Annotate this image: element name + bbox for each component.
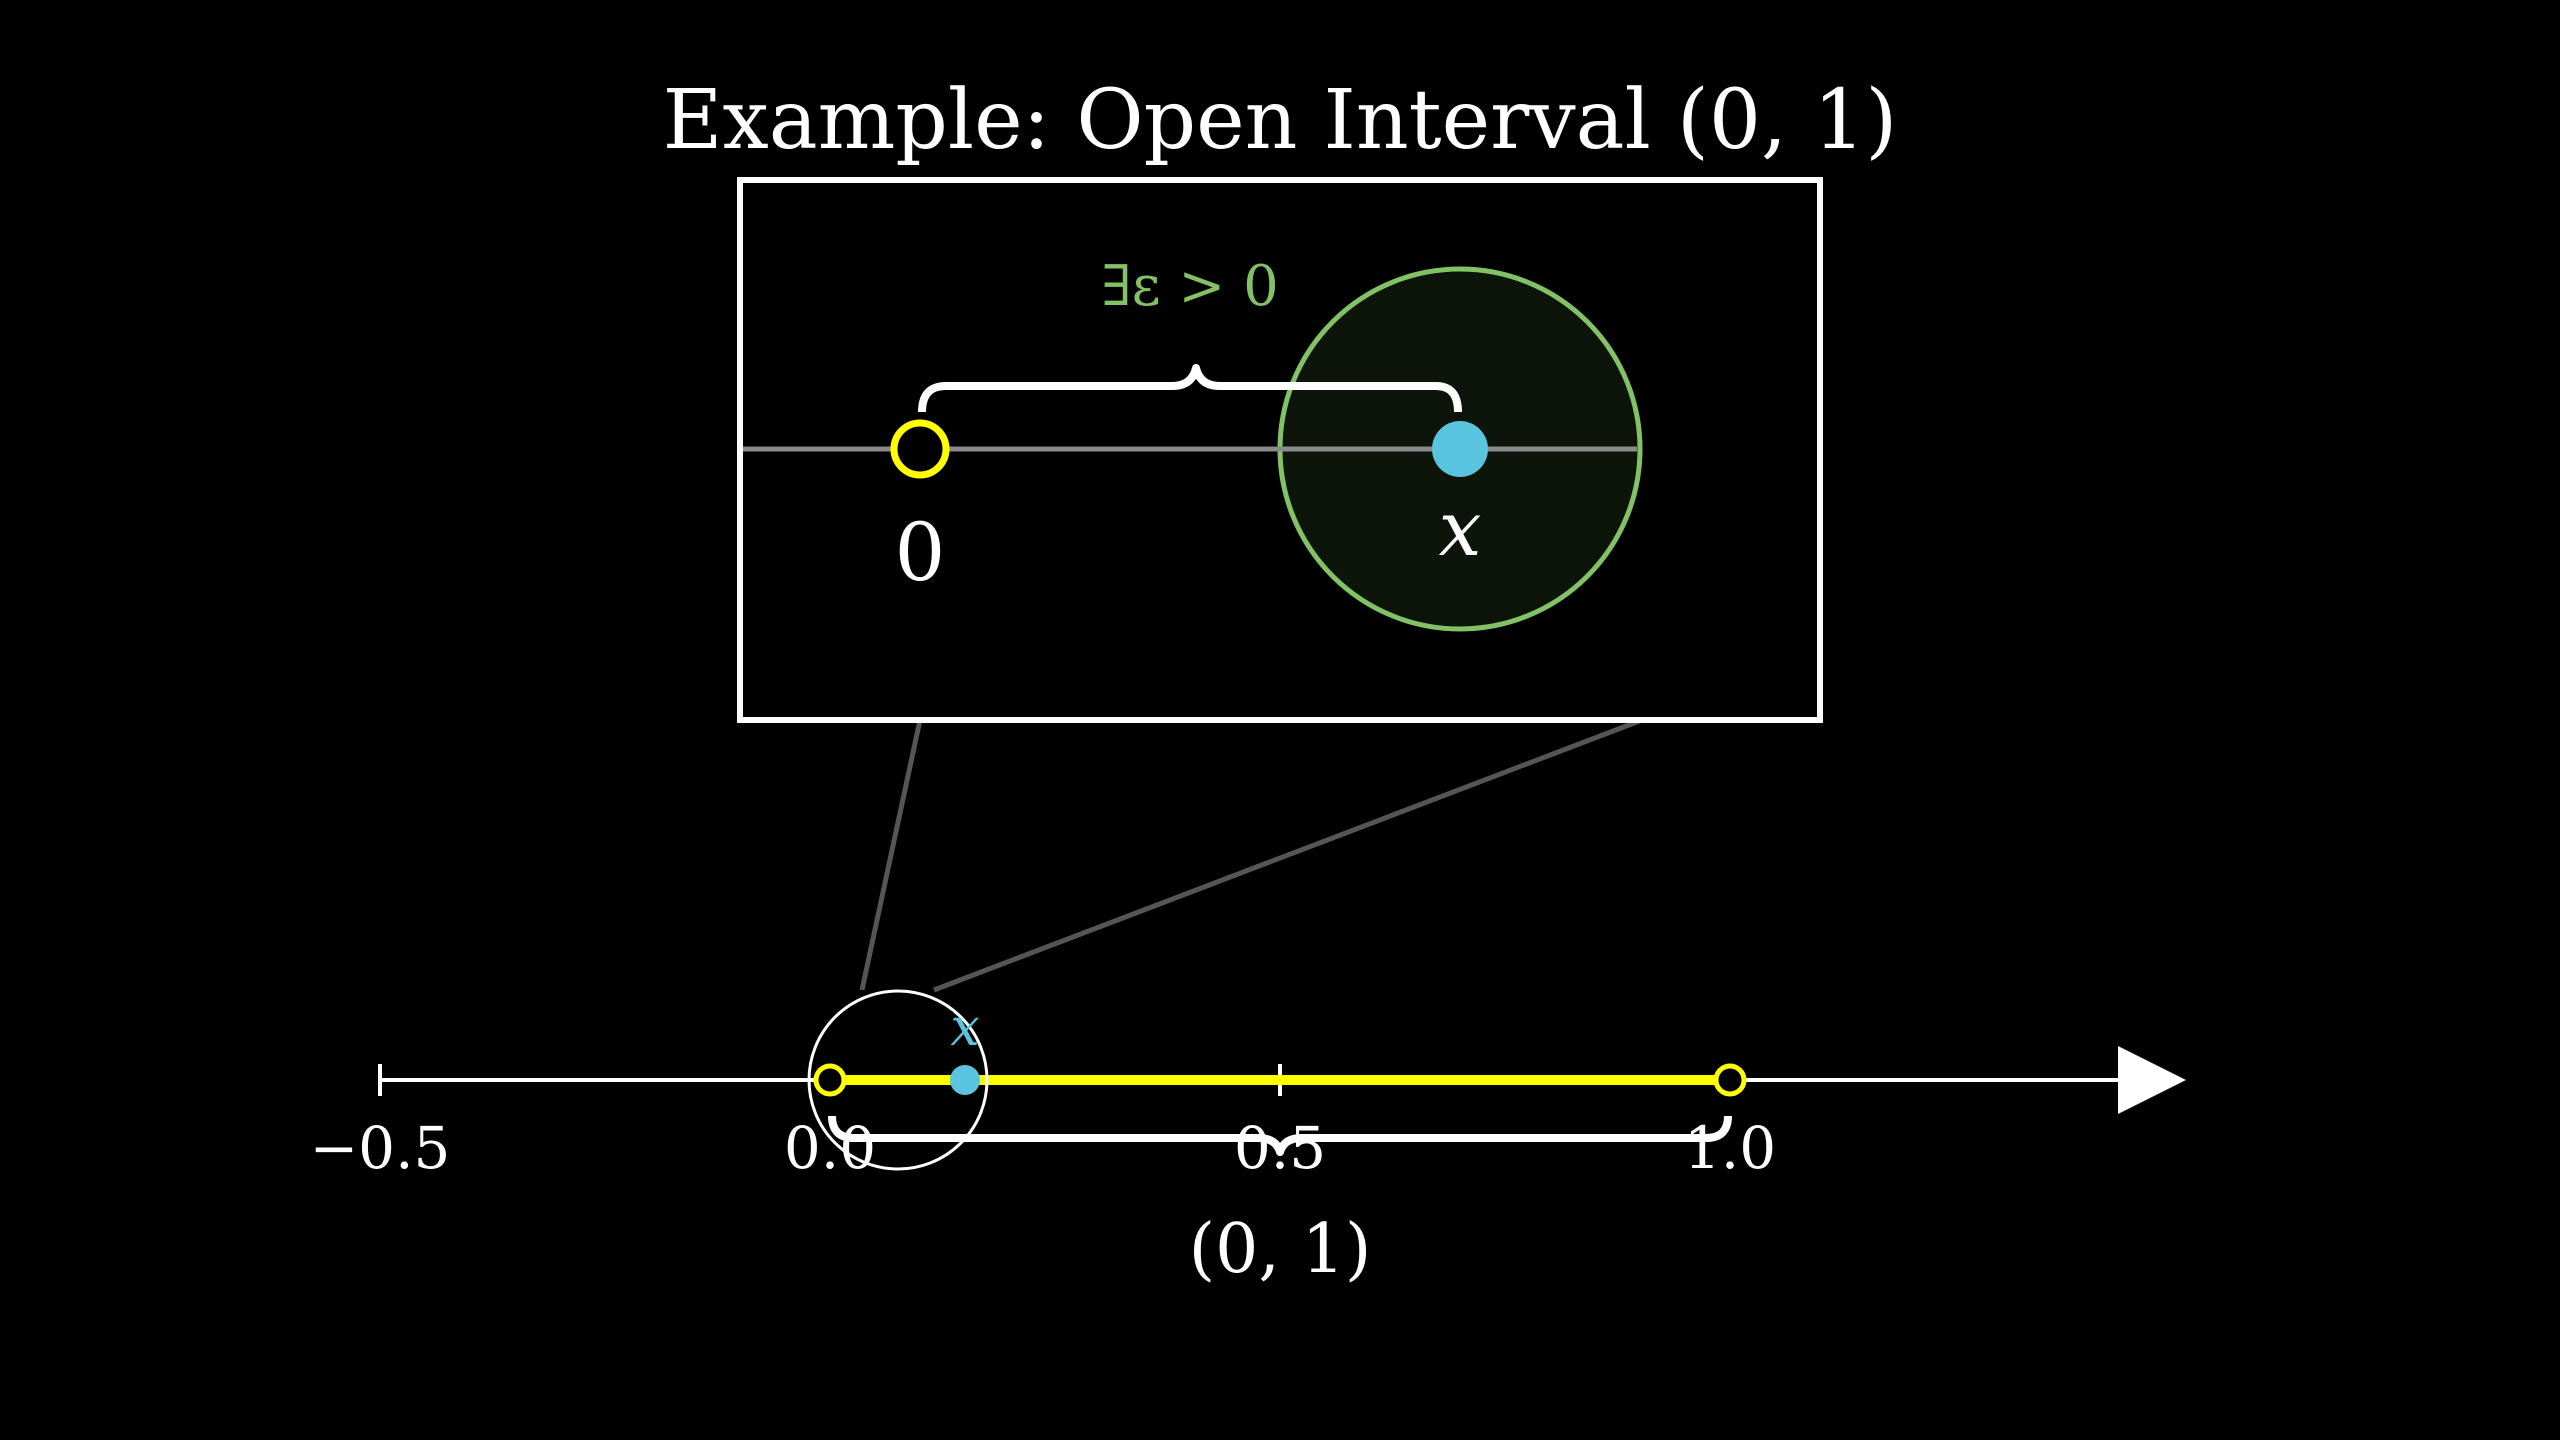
interval-open-end <box>1713 1063 1747 1097</box>
interval-brace <box>828 1115 1732 1156</box>
zoom-connector-left <box>859 719 923 991</box>
zoom-point-x <box>1432 421 1488 477</box>
axis-arrow-head <box>2118 1046 2186 1114</box>
zoom-panel: ∃ε > 0 0 x <box>737 177 1823 723</box>
line-point-label: x <box>950 998 979 1058</box>
zoom-connector-right <box>933 717 1643 993</box>
line-point-x <box>950 1065 980 1095</box>
zero-open-endpoint <box>890 419 950 479</box>
distance-brace <box>918 364 1462 413</box>
title: Example: Open Interval (0, 1) <box>663 73 1898 168</box>
tick-label: −0.5 <box>310 1114 451 1182</box>
zero-label: 0 <box>895 506 946 599</box>
interval-open-start <box>813 1063 847 1097</box>
zoom-point-label: x <box>1439 484 1482 573</box>
epsilon-label: ∃ε > 0 <box>1101 254 1279 319</box>
interval-label: (0, 1) <box>1189 1210 1372 1289</box>
magnifier-circle <box>807 989 989 1171</box>
